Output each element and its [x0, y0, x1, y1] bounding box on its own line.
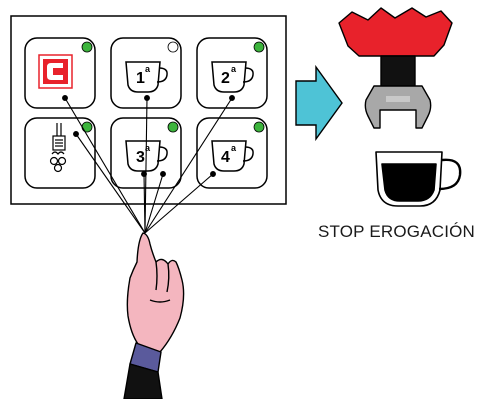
button-led — [254, 42, 264, 52]
espresso-cup-icon — [376, 152, 460, 206]
button-steam[interactable] — [25, 118, 95, 188]
button-led — [82, 42, 92, 52]
button-number: 2 — [221, 70, 230, 87]
cleaning-cycle-icon — [39, 55, 72, 88]
group-head-icon — [339, 8, 452, 128]
stop-dispensing-caption: STOP EROGACIÓN — [300, 222, 493, 242]
button-number: 1 — [136, 70, 145, 87]
button-number: 3 — [136, 149, 145, 166]
pointing-hand — [124, 233, 184, 399]
button-number: 4 — [221, 149, 230, 166]
button-led — [168, 122, 178, 132]
process-arrow — [296, 67, 342, 139]
button-led — [254, 122, 264, 132]
button-led — [82, 122, 92, 132]
button-four-coffees[interactable]: 4 a — [197, 118, 267, 188]
button-led — [168, 42, 178, 52]
button-cleaning[interactable] — [25, 38, 95, 108]
